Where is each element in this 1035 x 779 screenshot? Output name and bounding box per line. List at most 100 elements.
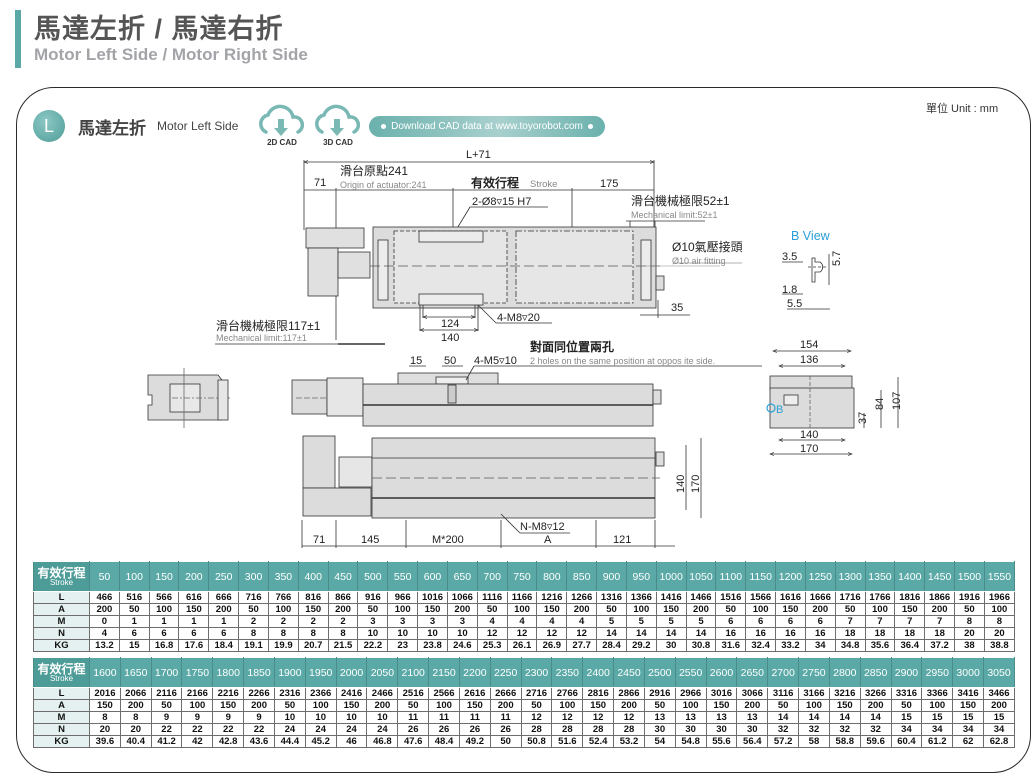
page-subtitle: Motor Left Side / Motor Right Side	[34, 45, 308, 64]
table-cell: 48.4	[428, 735, 460, 748]
table-cell: 46	[335, 735, 368, 748]
table-cell: 37.2	[924, 639, 956, 652]
table-cell: 1016	[417, 591, 448, 604]
table-cell: 28	[520, 723, 553, 736]
table-cell: 3	[357, 615, 389, 628]
table-cell: 2016	[89, 687, 121, 700]
bullet-icon	[587, 124, 593, 129]
table-cell: 1916	[954, 591, 985, 604]
table-cell: 33.2	[775, 639, 806, 652]
stroke-header-cell: 2300	[520, 657, 553, 688]
table-cell: 3	[417, 615, 448, 628]
table-cell: 12	[506, 627, 538, 640]
table-cell: 4	[476, 615, 508, 628]
table-cell: 34	[804, 639, 836, 652]
table-cell: 200	[366, 699, 399, 712]
stroke-header-cell: 1000	[655, 561, 687, 592]
stroke-header-cell: 1950	[304, 657, 337, 688]
table-cell: 200	[243, 699, 275, 712]
table-cell: 28	[551, 723, 584, 736]
table-cell: 2	[238, 615, 269, 628]
table-cell: 5	[596, 615, 627, 628]
table-cell: 27.7	[566, 639, 598, 652]
download-cad-link[interactable]: Download CAD data at www.toyorobot.com	[369, 116, 605, 137]
stroke-header-cell: 3050	[983, 657, 1015, 688]
table-cell: 22	[243, 723, 275, 736]
stroke-header-zh: 有效行程	[37, 565, 86, 580]
table-cell: 200	[89, 603, 120, 616]
table-cell: 15	[952, 711, 985, 724]
table-cell: 866	[327, 591, 359, 604]
table-cell: 50	[834, 603, 866, 616]
table-cell: 2066	[119, 687, 152, 700]
table-cell: 1566	[745, 591, 777, 604]
table-cell: 200	[983, 699, 1015, 712]
table-cell: 32	[798, 723, 830, 736]
stroke-header-en: Stroke	[49, 577, 74, 587]
table-cell: 26	[428, 723, 460, 736]
table-cell: 100	[304, 699, 337, 712]
table-cell: 13	[736, 711, 769, 724]
table-cell: 50	[715, 603, 747, 616]
table-cell: 47.6	[397, 735, 430, 748]
table-cell: 566	[148, 591, 180, 604]
table-cell: 5	[625, 615, 657, 628]
table-cell: 100	[387, 603, 419, 616]
table-cell: 32.4	[745, 639, 777, 652]
table-cell: 150	[297, 603, 329, 616]
table-cell: 5	[685, 615, 717, 628]
table-cell: 29.2	[625, 639, 657, 652]
table-cell: 100	[798, 699, 830, 712]
table-cell: 1266	[566, 591, 598, 604]
table-cell: 7	[834, 615, 866, 628]
table-cell: 200	[804, 603, 836, 616]
table-cell: 200	[613, 699, 645, 712]
table-cell: 44.4	[273, 735, 306, 748]
table-cell: 6	[804, 615, 836, 628]
table-cell: 12	[476, 627, 508, 640]
table-cell: 2116	[150, 687, 183, 700]
cad-3d-button[interactable]: 3D CAD	[312, 102, 364, 148]
table-cell: 3316	[890, 687, 923, 700]
table-cell: 200	[208, 603, 240, 616]
table-cell: 1166	[506, 591, 538, 604]
table-cell: 3	[387, 615, 419, 628]
stroke-header-cell: 2950	[921, 657, 954, 688]
stroke-header-cell: 50	[89, 561, 120, 592]
table-cell: 15	[890, 711, 923, 724]
table-cell: 42.8	[212, 735, 245, 748]
table-cell: 38	[954, 639, 985, 652]
row-label: N	[33, 723, 90, 736]
row-label: L	[33, 687, 90, 700]
table-cell: 50	[643, 699, 676, 712]
table-cell: 2266	[243, 687, 275, 700]
table-cell: 50	[238, 603, 269, 616]
table-cell: 150	[894, 603, 926, 616]
table-cell: 59.6	[859, 735, 892, 748]
table-cell: 8	[119, 711, 152, 724]
table-cell: 150	[212, 699, 245, 712]
table-cell: 150	[655, 603, 687, 616]
row-label: L	[33, 591, 90, 604]
table-cell: 42	[181, 735, 214, 748]
table-cell: 38.8	[983, 639, 1016, 652]
table-cell: 100	[745, 603, 777, 616]
table-cell: 20.7	[297, 639, 329, 652]
table-cell: 50	[596, 603, 627, 616]
stroke-header-cell: 200	[178, 561, 210, 592]
row-label: KG	[33, 735, 90, 748]
stroke-header-cell: 2750	[798, 657, 830, 688]
stroke-header-cell: 1100	[715, 561, 747, 592]
table-cell: 18	[834, 627, 866, 640]
cad-2d-button[interactable]: 2D CAD	[256, 102, 308, 148]
table-cell: 14	[798, 711, 830, 724]
table-cell: 50.8	[520, 735, 553, 748]
table-cell: 1866	[924, 591, 956, 604]
table-cell: 57.2	[767, 735, 800, 748]
table-cell: 1316	[596, 591, 627, 604]
table-cell: 100	[267, 603, 299, 616]
table-cell: 50	[767, 699, 800, 712]
table-cell: 1766	[864, 591, 896, 604]
